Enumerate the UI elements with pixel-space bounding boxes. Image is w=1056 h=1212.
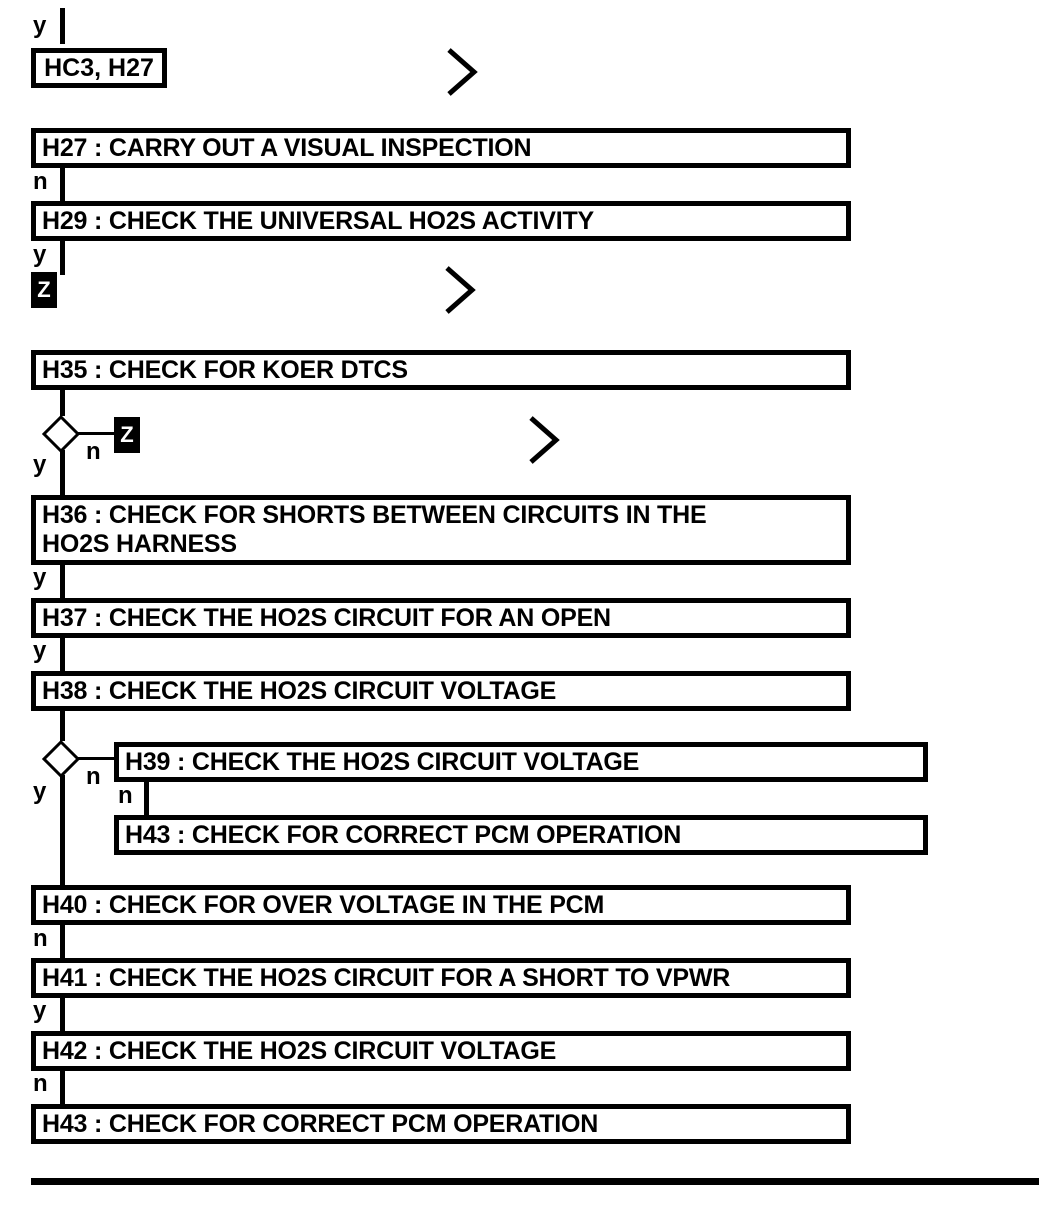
decision-diamond-2[interactable] [41, 739, 81, 779]
terminator-marker-z-2[interactable]: Z [114, 417, 140, 453]
step-label-h36: H36 : CHECK FOR SHORTS BETWEEN CIRCUITS … [42, 501, 707, 558]
branch-label-decision-1-n: n [86, 438, 101, 465]
terminator-glyph-z: Z [36, 277, 52, 302]
step-box-h36[interactable]: H36 : CHECK FOR SHORTS BETWEEN CIRCUITS … [31, 495, 851, 565]
chevron-icon-3 [528, 415, 562, 465]
bottom-divider [31, 1178, 1039, 1185]
branch-label-h37-y: y [33, 637, 47, 664]
terminator-glyph-z-2: Z [119, 422, 135, 447]
connector-decision-1-n-branch [78, 432, 114, 435]
step-box-h43[interactable]: H43 : CHECK FOR CORRECT PCM OPERATION [31, 1104, 851, 1144]
step-box-h37[interactable]: H37 : CHECK THE HO2S CIRCUIT FOR AN OPEN [31, 598, 851, 638]
step-label-h29: H29 : CHECK THE UNIVERSAL HO2S ACTIVITY [42, 206, 595, 235]
connector-h35-to-decision-1 [60, 388, 65, 416]
step-box-h35[interactable]: H35 : CHECK FOR KOER DTCS [31, 350, 851, 390]
step-box-h40[interactable]: H40 : CHECK FOR OVER VOLTAGE IN THE PCM [31, 885, 851, 925]
branch-label-h36-y: y [33, 564, 47, 591]
step-box-h41[interactable]: H41 : CHECK THE HO2S CIRCUIT FOR A SHORT… [31, 958, 851, 998]
connector-h39-to-h43-branch [144, 780, 149, 818]
connector-decision-2-y-branch [60, 775, 65, 886]
connector-h36-to-h37 [60, 563, 65, 601]
branch-label-h41-y: y [33, 997, 47, 1024]
terminator-marker-z-1[interactable]: Z [31, 272, 57, 308]
tag-box-label: HC3, H27 [44, 53, 154, 82]
step-box-h27[interactable]: H27 : CARRY OUT A VISUAL INSPECTION [31, 128, 851, 168]
step-box-h42[interactable]: H42 : CHECK THE HO2S CIRCUIT VOLTAGE [31, 1031, 851, 1071]
step-box-h29[interactable]: H29 : CHECK THE UNIVERSAL HO2S ACTIVITY [31, 201, 851, 241]
step-label-h41: H41 : CHECK THE HO2S CIRCUIT FOR A SHORT… [42, 963, 731, 992]
step-label-h43-branch: H43 : CHECK FOR CORRECT PCM OPERATION [125, 820, 682, 849]
branch-label-h39-n: n [118, 782, 133, 809]
branch-label-decision-1-y: y [33, 451, 47, 478]
connector-h42-to-h43 [60, 1069, 65, 1107]
branch-label-h27-n: n [33, 168, 48, 195]
step-label-h37: H37 : CHECK THE HO2S CIRCUIT FOR AN OPEN [42, 603, 611, 632]
branch-label-h40-n: n [33, 925, 48, 952]
step-label-h38: H38 : CHECK THE HO2S CIRCUIT VOLTAGE [42, 676, 557, 705]
step-label-h39: H39 : CHECK THE HO2S CIRCUIT VOLTAGE [125, 747, 640, 776]
tag-box-hc3-h27[interactable]: HC3, H27 [31, 48, 167, 88]
step-label-h27: H27 : CARRY OUT A VISUAL INSPECTION [42, 133, 532, 162]
branch-label-h42-n: n [33, 1070, 48, 1097]
chevron-icon-1 [446, 47, 480, 97]
connector-h37-to-h38 [60, 636, 65, 674]
step-label-h42: H42 : CHECK THE HO2S CIRCUIT VOLTAGE [42, 1036, 557, 1065]
step-box-h38[interactable]: H38 : CHECK THE HO2S CIRCUIT VOLTAGE [31, 671, 851, 711]
connector-h29-to-z1 [60, 239, 65, 275]
branch-label-h29-y: y [33, 241, 47, 268]
step-label-h35: H35 : CHECK FOR KOER DTCS [42, 355, 408, 384]
step-label-h43: H43 : CHECK FOR CORRECT PCM OPERATION [42, 1109, 599, 1138]
connector-h38-to-decision-2 [60, 709, 65, 741]
step-box-h43-branch[interactable]: H43 : CHECK FOR CORRECT PCM OPERATION [114, 815, 928, 855]
chevron-icon-2 [444, 265, 478, 315]
branch-label-decision-2-n: n [86, 763, 101, 790]
step-label-h40: H40 : CHECK FOR OVER VOLTAGE IN THE PCM [42, 890, 605, 919]
branch-label-decision-2-y: y [33, 778, 47, 805]
step-box-h39[interactable]: H39 : CHECK THE HO2S CIRCUIT VOLTAGE [114, 742, 928, 782]
branch-label-top-y: y [33, 12, 47, 39]
decision-diamond-1[interactable] [41, 414, 81, 454]
connector-h40-to-h41 [60, 923, 65, 961]
connector-decision-2-n-branch [78, 757, 118, 760]
connector-h41-to-h42 [60, 996, 65, 1034]
connector-decision-1-y-branch [60, 450, 65, 496]
connector-h27-to-h29 [60, 166, 65, 204]
connector-entry-to-tag [60, 8, 65, 44]
